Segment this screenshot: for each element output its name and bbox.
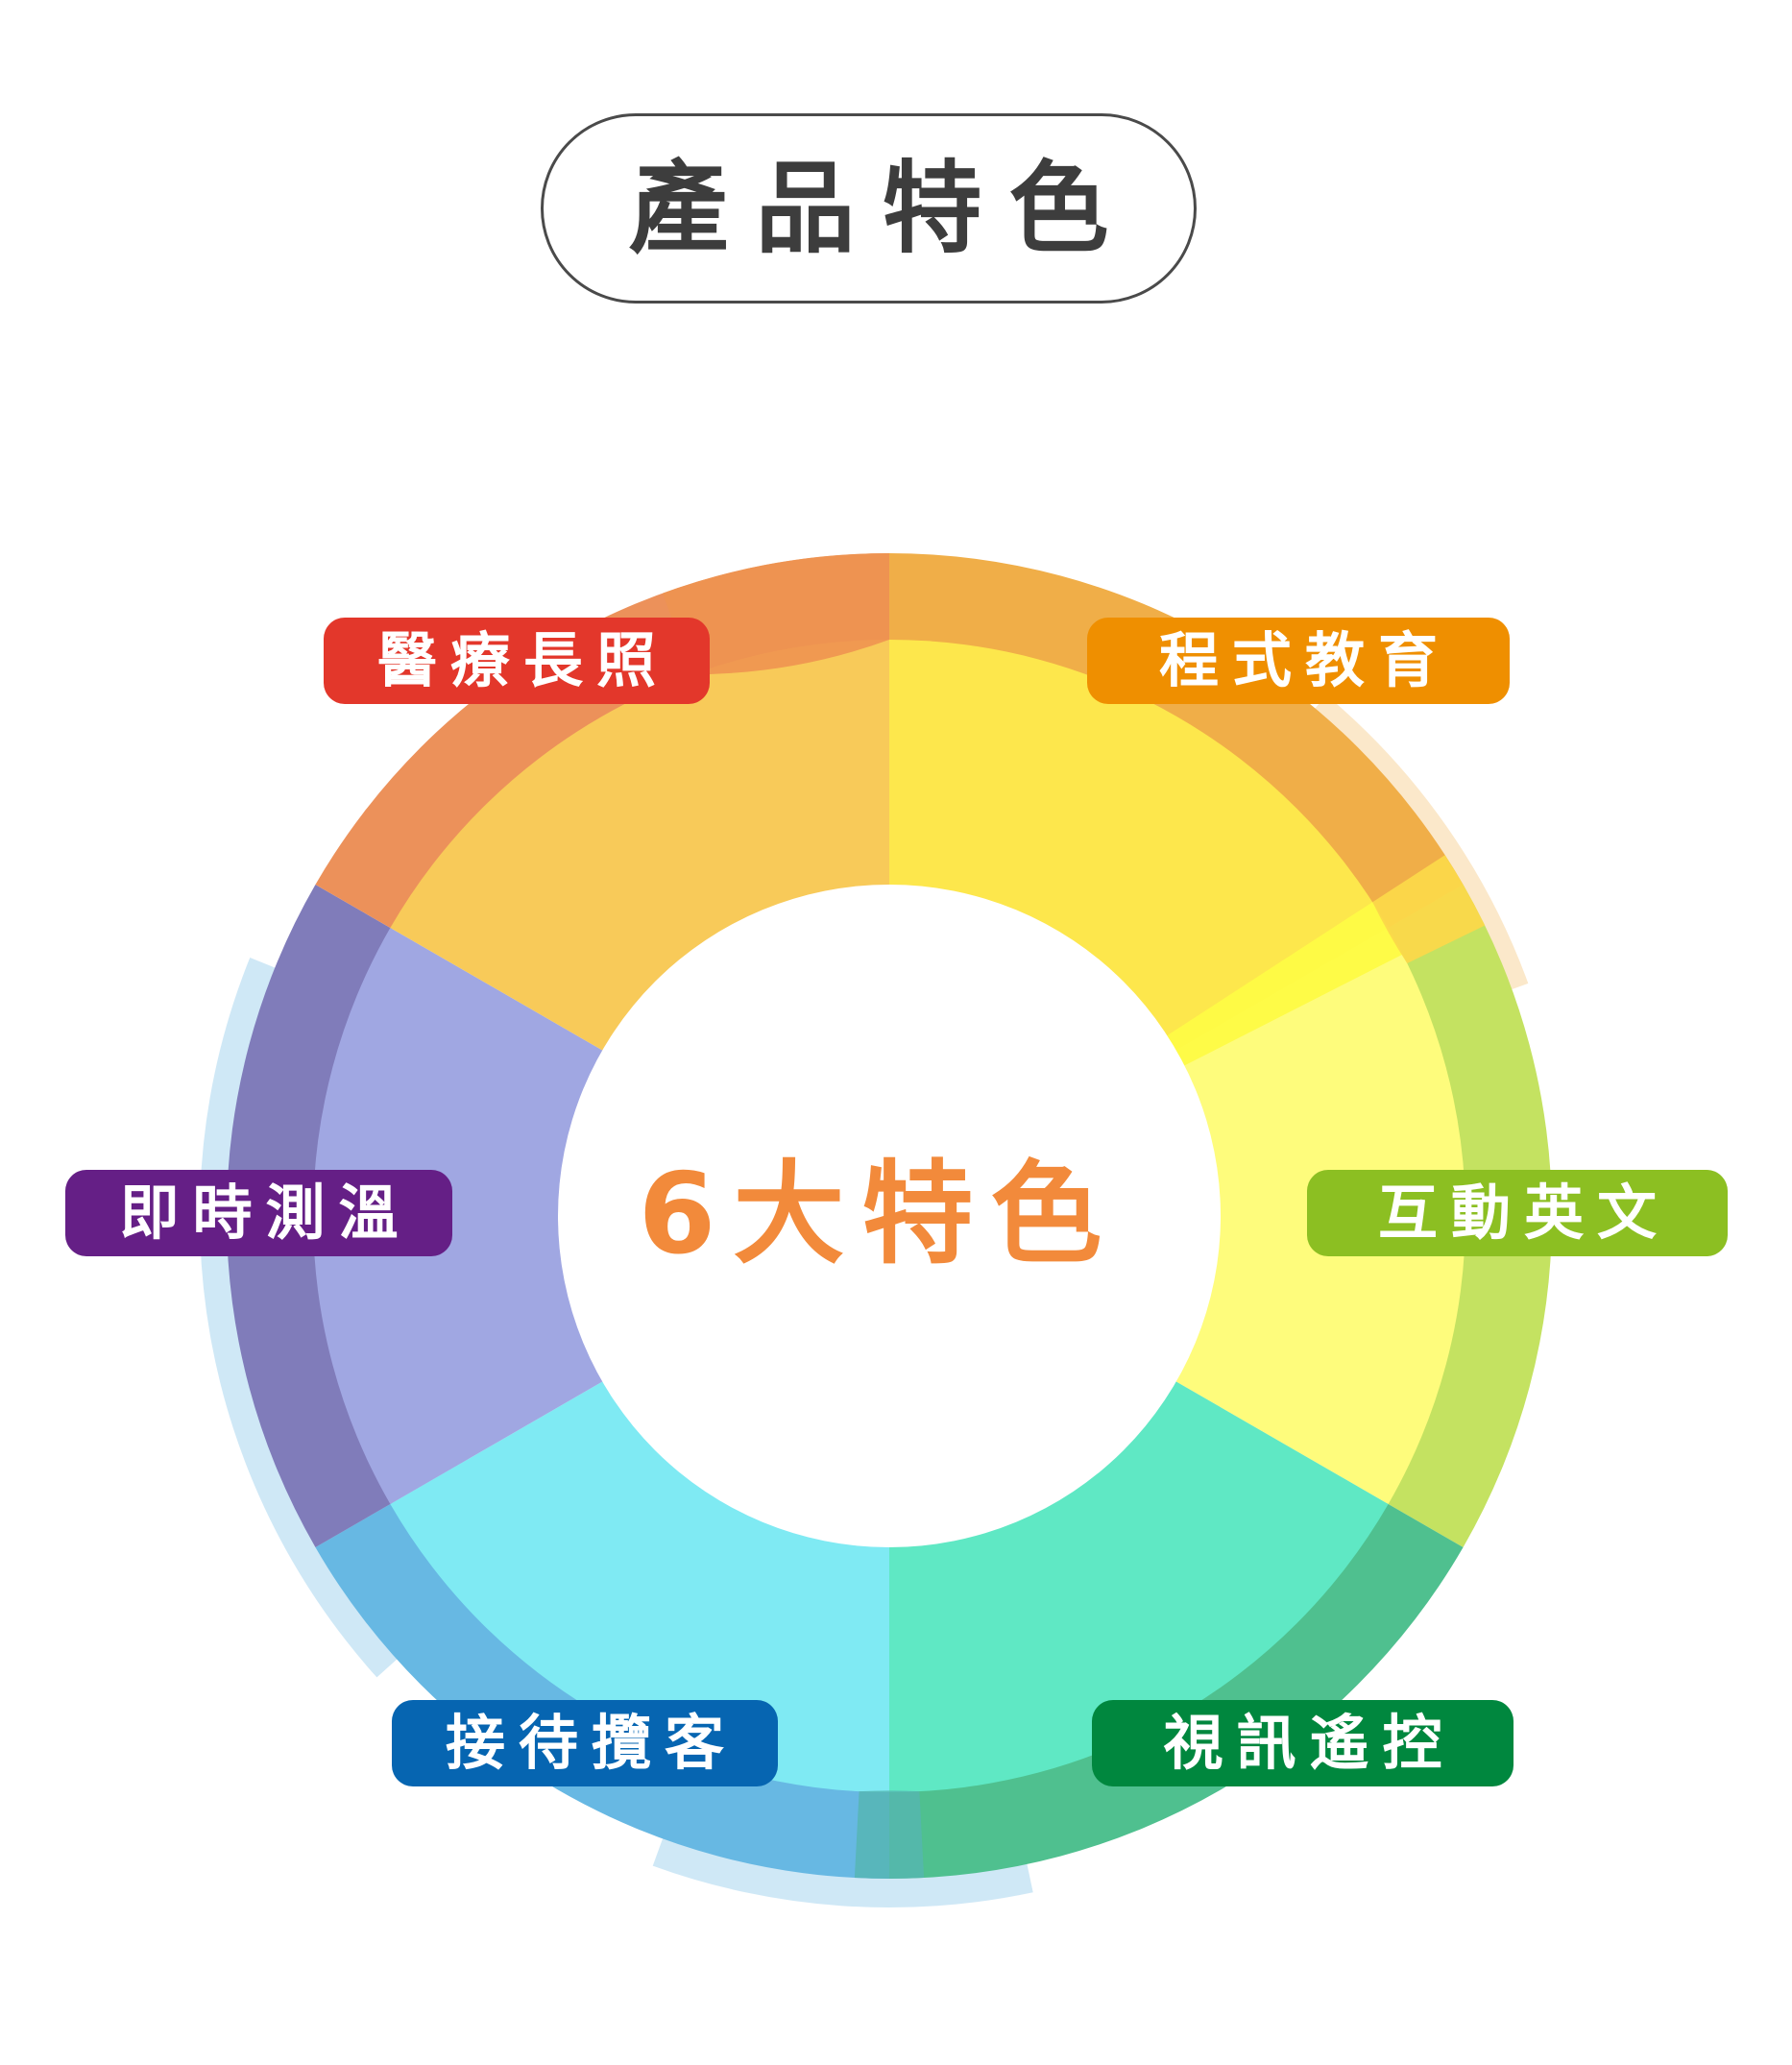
title-pill: 產品特色	[541, 113, 1197, 304]
feature-badge-reception[interactable]: 接待攬客	[392, 1700, 778, 1786]
feature-badge-english[interactable]: 互動英文	[1307, 1170, 1728, 1256]
feature-badge-coding[interactable]: 程式教育	[1087, 618, 1510, 704]
feature-badge-temperature[interactable]: 即時測溫	[65, 1170, 452, 1256]
inner-ring-english	[1130, 928, 1465, 1504]
accent-wedge-red	[663, 553, 889, 675]
accent-wedge-orange	[1372, 855, 1486, 963]
accent-wedge-teal	[854, 1790, 925, 1879]
page-title: 產品特色	[628, 150, 1136, 267]
feature-badge-video[interactable]: 視訊遙控	[1092, 1700, 1514, 1786]
inner-ring-temp	[312, 928, 648, 1504]
center-label: 6大特色	[638, 1150, 1120, 1279]
accent-wedge-yellow	[1167, 902, 1403, 1066]
center-hole	[558, 885, 1221, 1547]
feature-badge-medical[interactable]: 醫療長照	[324, 618, 710, 704]
